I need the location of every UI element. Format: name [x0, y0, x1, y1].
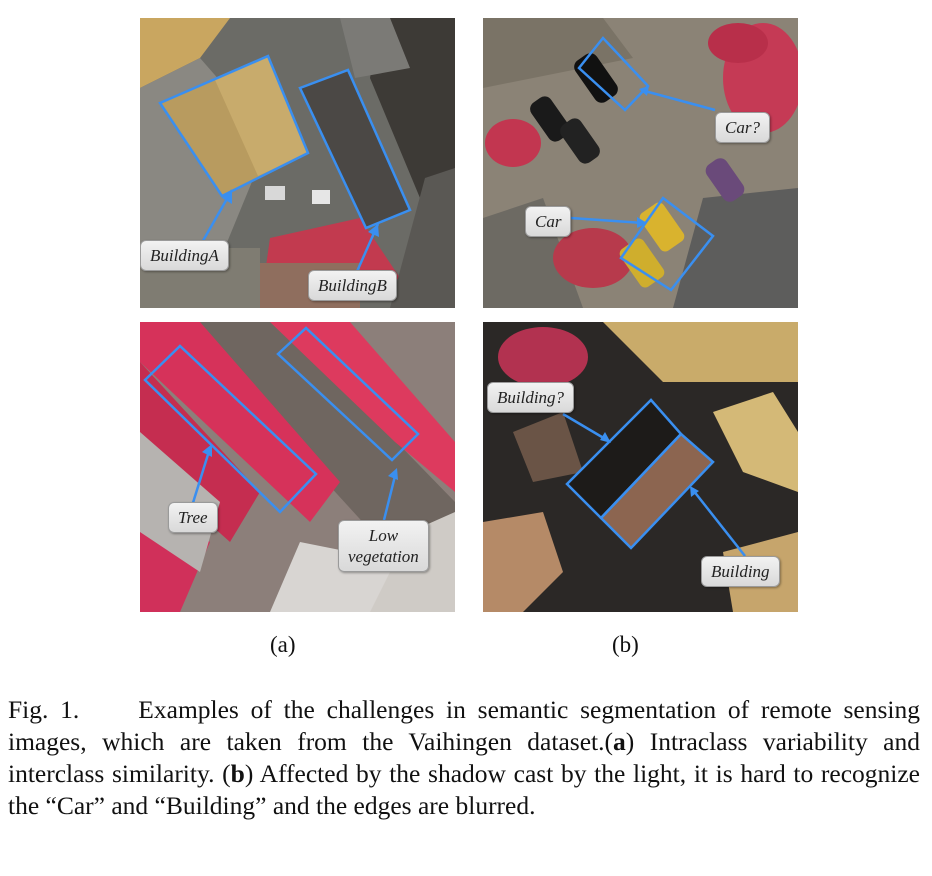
subfigure-label-a: (a) [270, 632, 296, 657]
caption-bold-b: b [230, 759, 245, 788]
image-panel-b-bottom: Building? Building [483, 322, 798, 612]
label-low-vegetation-line1: Low [368, 526, 399, 545]
label-building-b: BuildingB [308, 270, 397, 301]
label-tree: Tree [168, 502, 218, 533]
caption-text-2: ) Intraclass variability and interclass … [8, 727, 920, 788]
caption-bold-a: a [612, 727, 626, 756]
aerial-image-cars [483, 18, 798, 308]
subfigure-label-b: (b) [612, 632, 639, 657]
aerial-image-shadow-buildings [483, 322, 798, 612]
label-low-vegetation: Low vegetation [338, 520, 429, 572]
image-panel-a-top: BuildingA BuildingB [140, 18, 455, 308]
label-car-question: Car? [715, 112, 770, 143]
label-low-vegetation-line2: vegetation [348, 547, 419, 566]
label-building: Building [701, 556, 780, 587]
image-panel-a-bottom: Tree Low vegetation [140, 322, 455, 612]
label-building-question: Building? [487, 382, 575, 413]
label-building-a: BuildingA [140, 240, 229, 271]
caption-prefix: Fig. 1. [8, 695, 80, 724]
figure-caption: Fig. 1. Examples of the challenges in se… [8, 694, 920, 822]
caption-text-3: ) Affected by the shadow cast by the lig… [8, 759, 920, 820]
image-panel-b-top: Car? Car [483, 18, 798, 308]
caption-text-1: Examples of the challenges in semantic s… [8, 695, 920, 756]
label-car: Car [525, 206, 572, 237]
